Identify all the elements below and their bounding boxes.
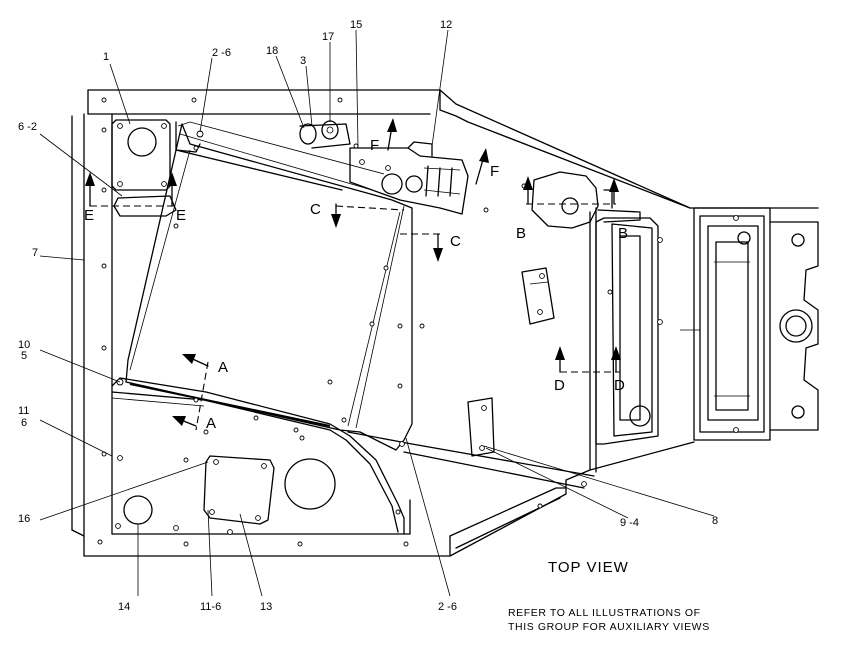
section-mark-B-left: B <box>516 225 526 242</box>
section-mark-B-right: B <box>618 225 628 242</box>
callout-15: 15 <box>350 19 362 31</box>
note-line-1: REFER TO ALL ILLUSTRATIONS OF <box>508 607 701 619</box>
section-mark-D-right: D <box>614 377 625 394</box>
section-mark-F-left: F <box>370 137 379 154</box>
section-mark-E-right: E <box>176 207 186 224</box>
note-line-2: THIS GROUP FOR AUXILIARY VIEWS <box>508 621 710 633</box>
small-brackets <box>467 267 555 457</box>
callout-5: 5 <box>21 350 27 362</box>
section-mark-A-upper: A <box>218 359 228 376</box>
callout-16: 16 <box>18 513 30 525</box>
section-mark-F-right: F <box>490 163 499 180</box>
leader-lines <box>39 29 715 597</box>
callout-2-6-bottom: 2 -6 <box>438 601 457 613</box>
callout-11: 11 <box>18 405 29 417</box>
lower-left-plate <box>111 377 595 535</box>
callout-6: 6 <box>21 417 27 429</box>
callout-18: 18 <box>266 45 278 57</box>
section-mark-C-left: C <box>310 201 321 218</box>
view-title: TOP VIEW <box>548 559 629 576</box>
callout-1: 1 <box>103 51 109 63</box>
callout-2-6-top: 2 -6 <box>212 47 231 59</box>
callout-8: 8 <box>712 515 718 527</box>
callout-10: 10 <box>18 339 30 351</box>
section-mark-C-right: C <box>450 233 461 250</box>
callout-12: 12 <box>440 19 452 31</box>
lower-left-details <box>115 455 336 535</box>
callout-3: 3 <box>300 55 306 67</box>
bracket-15-12 <box>349 141 469 215</box>
callout-14: 14 <box>118 601 130 613</box>
callout-9-4: 9 -4 <box>620 517 639 529</box>
callout-7: 7 <box>32 247 38 259</box>
section-cut-lines <box>85 118 621 431</box>
section-letters: E E F F C C B B D D A A <box>84 137 628 432</box>
frame-outline <box>71 89 819 557</box>
section-mark-E-left: E <box>84 207 94 224</box>
hardware-18-3-17 <box>299 120 351 149</box>
callout-13: 13 <box>260 601 272 613</box>
cover-plate-part-1 <box>111 119 177 217</box>
central-plate <box>125 121 413 451</box>
callout-11-6: 11-6 <box>200 601 221 613</box>
right-housing <box>531 171 819 445</box>
section-mark-A-lower: A <box>206 415 216 432</box>
callout-6-2: 6 -2 <box>18 121 37 133</box>
callout-labels: 1 2 -6 18 3 17 15 12 6 -2 7 10 5 11 6 16… <box>18 19 718 613</box>
callout-17: 17 <box>322 31 334 43</box>
section-mark-D-left: D <box>554 377 565 394</box>
